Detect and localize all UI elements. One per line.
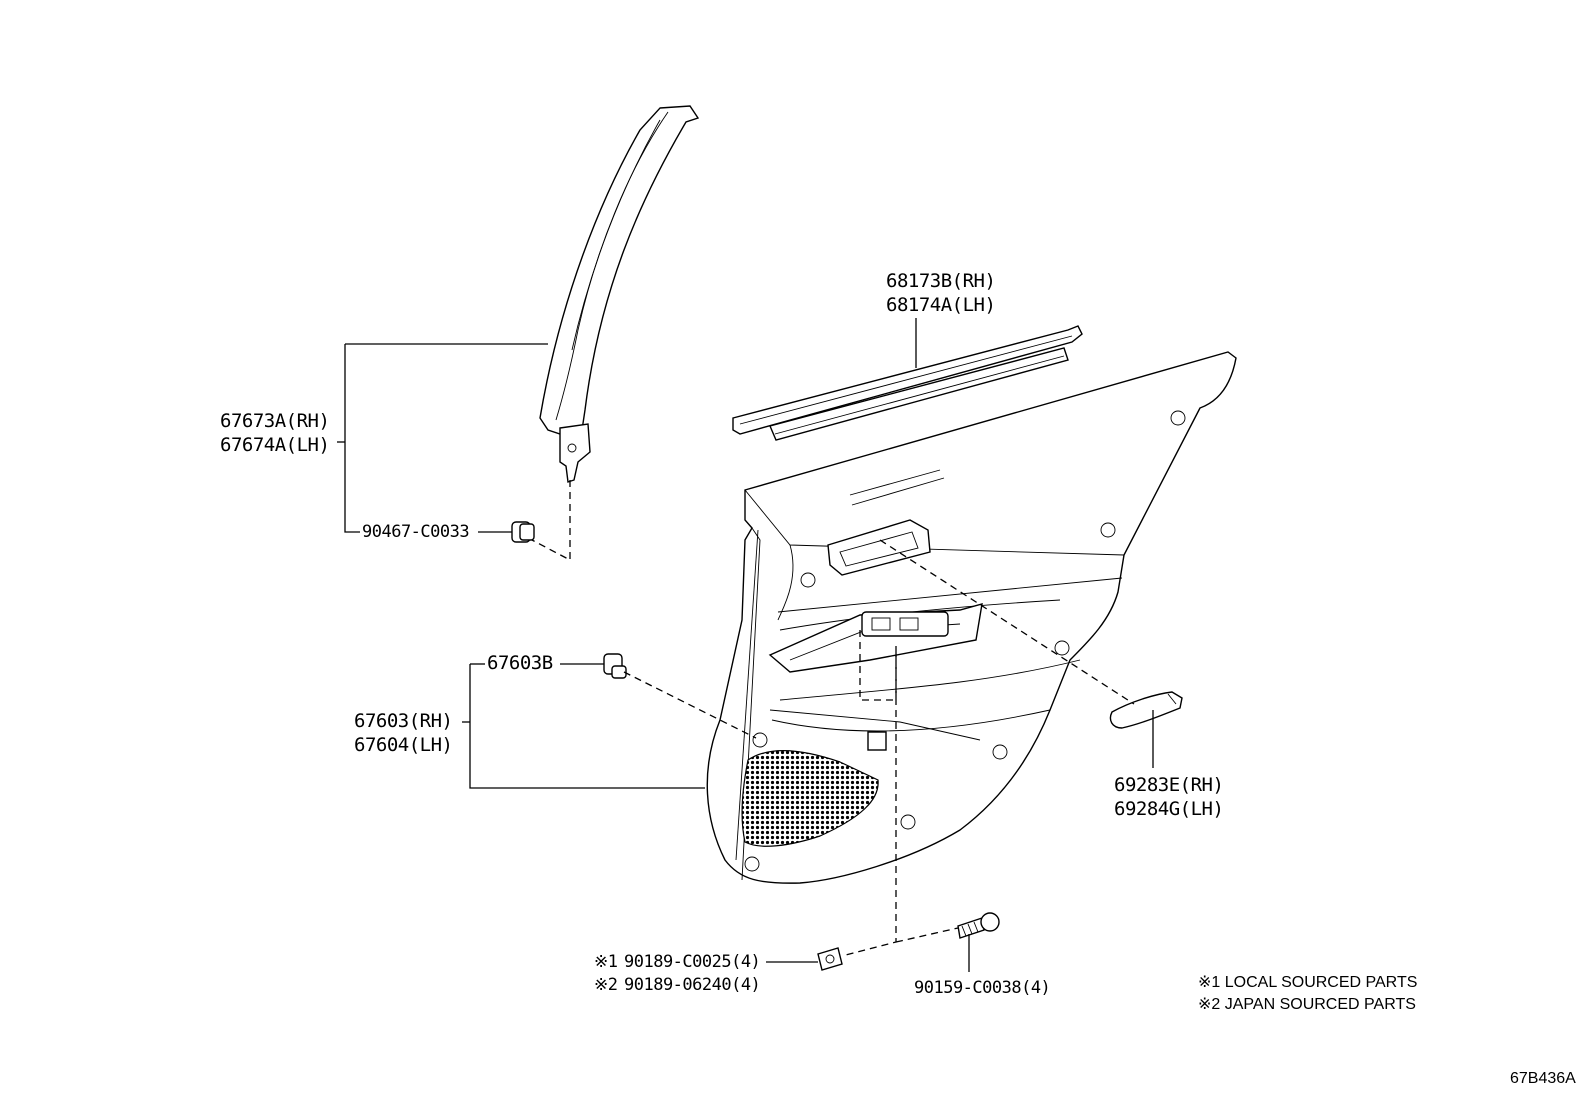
label-clip-90467: 90467-C0033 (362, 522, 470, 542)
label-door-trim-lh: 67604(LH) (354, 734, 453, 756)
label-cover-lh: 69284G(LH) (1114, 798, 1224, 820)
label-weatherstrip-rh: 68173B(RH) (886, 270, 996, 292)
label-screw-90159: 90159-C0038(4) (914, 978, 1051, 998)
label-clip-67603b: 67603B (487, 652, 553, 674)
label-door-trim-rh: 67603(RH) (354, 710, 453, 732)
note-japan-sourced: ※2 JAPAN SOURCED PARTS (1198, 996, 1416, 1013)
label-screw-1-mark: ※1 (594, 952, 618, 972)
weatherstrip (732, 325, 1083, 441)
leader-lines (337, 318, 1154, 972)
label-screw-2-mark: ※2 (594, 975, 618, 995)
label-screw-1: 90189-C0025(4) (624, 952, 761, 972)
label-cover-rh: 69283E(RH) (1114, 774, 1224, 796)
nut-90189-icon (817, 947, 843, 971)
clip-90467-icon (511, 521, 535, 543)
cover-69283e (1109, 691, 1183, 729)
label-pillar-garnish-rh: 67673A(RH) (220, 410, 330, 432)
note-local-sourced: ※1 LOCAL SOURCED PARTS (1198, 974, 1418, 991)
door-trim-panel (706, 351, 1237, 884)
pillar-garnish (539, 105, 700, 483)
assembly-dashed-lines (531, 480, 1135, 957)
clip-67603b-icon (603, 653, 627, 679)
label-weatherstrip-lh: 68174A(LH) (886, 294, 996, 316)
label-pillar-garnish-lh: 67674A(LH) (220, 434, 330, 456)
screw-90159-icon (957, 912, 1000, 939)
label-screw-2: 90189-06240(4) (624, 975, 761, 995)
diagram-code: 67B436A (1510, 1070, 1576, 1087)
